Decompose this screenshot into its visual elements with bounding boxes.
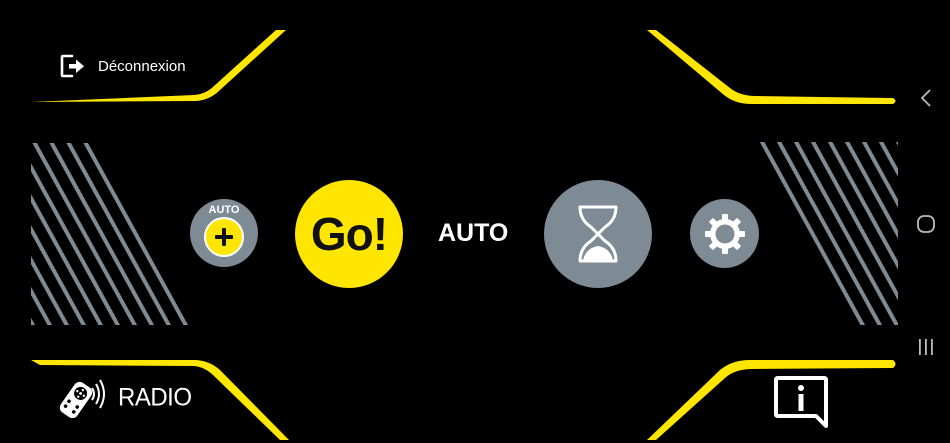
- hourglass-icon: [576, 204, 620, 264]
- chevron-left-icon: [919, 88, 933, 108]
- info-icon: [772, 374, 830, 430]
- radio-label: RADIO: [118, 383, 192, 412]
- mode-label: AUTO: [438, 219, 509, 247]
- logout-button[interactable]: Déconnexion: [58, 52, 186, 80]
- remote-control-icon: [58, 378, 110, 418]
- settings-button[interactable]: [690, 199, 759, 268]
- go-button[interactable]: Go!: [295, 180, 403, 288]
- nav-back-button[interactable]: [910, 88, 942, 108]
- nav-home-button[interactable]: [910, 214, 942, 234]
- plus-icon: [204, 217, 244, 257]
- auto-add-label: AUTO: [208, 204, 240, 216]
- info-button[interactable]: [772, 374, 830, 430]
- go-label: Go!: [310, 208, 388, 260]
- logout-icon: [58, 52, 86, 80]
- auto-add-button[interactable]: AUTO: [190, 199, 258, 267]
- timer-button[interactable]: [544, 180, 652, 288]
- radio-button[interactable]: RADIO: [58, 378, 192, 418]
- nav-recents-button[interactable]: [910, 338, 942, 356]
- home-icon: [916, 214, 936, 234]
- recents-icon: [916, 338, 936, 356]
- gear-icon: [703, 212, 747, 256]
- logout-label: Déconnexion: [98, 57, 186, 75]
